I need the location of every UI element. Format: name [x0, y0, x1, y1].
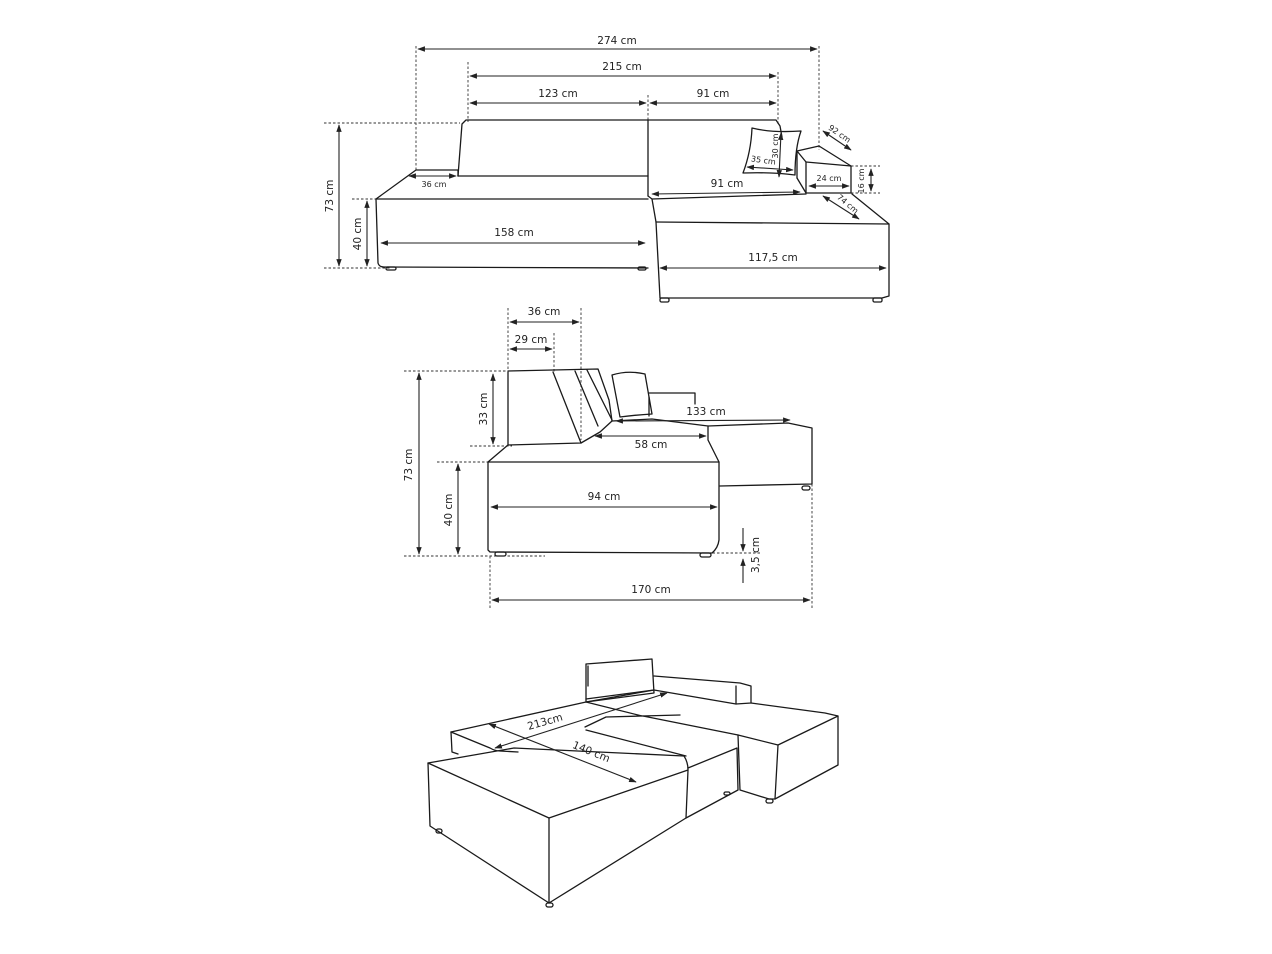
front-back-right-label: 91 cm	[697, 88, 730, 100]
bed-view: 213cm 140 cm	[427, 658, 839, 908]
front-left-seat-width-label: 158 cm	[494, 227, 533, 239]
front-back-left-label: 123 cm	[538, 88, 577, 100]
side-back-depth-top-label: 36 cm	[528, 306, 561, 318]
front-right-seat-width-label: 91 cm	[711, 178, 744, 190]
front-view: 274 cm 215 cm 123 cm 91 cm 73 cm 40 cm 3…	[324, 35, 890, 303]
side-chaise-depth-label: 133 cm	[686, 406, 725, 418]
side-seat-height-label: 40 cm	[443, 494, 455, 527]
side-view: 36 cm 29 cm 33 cm 73 cm 40 cm 58 cm 133 …	[403, 306, 813, 610]
side-back-height-label: 33 cm	[478, 393, 490, 426]
front-back-width-label: 215 cm	[602, 61, 641, 73]
side-seat-depth-inner-label: 58 cm	[635, 439, 668, 451]
front-armrest-depth-label: 36 cm	[422, 180, 447, 189]
front-total-height-label: 73 cm	[324, 180, 336, 213]
front-armrest-block-width-label: 24 cm	[817, 174, 842, 183]
side-total-height-label: 73 cm	[403, 449, 415, 482]
front-pillow-width-label: 35 cm	[750, 154, 776, 166]
side-leg-height-label: 3,5 cm	[750, 537, 762, 573]
front-seat-height-label: 40 cm	[352, 218, 364, 251]
front-chaise-width-label: 117,5 cm	[748, 252, 797, 264]
bed-width-label: 140 cm	[571, 739, 612, 765]
front-pillow-height-label: 30 cm	[771, 133, 780, 158]
side-back-depth-inner-label: 29 cm	[515, 334, 548, 346]
side-total-depth-label: 170 cm	[631, 584, 670, 596]
side-seat-depth-label: 94 cm	[588, 491, 621, 503]
front-armrest-block-height-label: 16 cm	[857, 168, 866, 193]
front-total-width-label: 274 cm	[597, 35, 636, 47]
